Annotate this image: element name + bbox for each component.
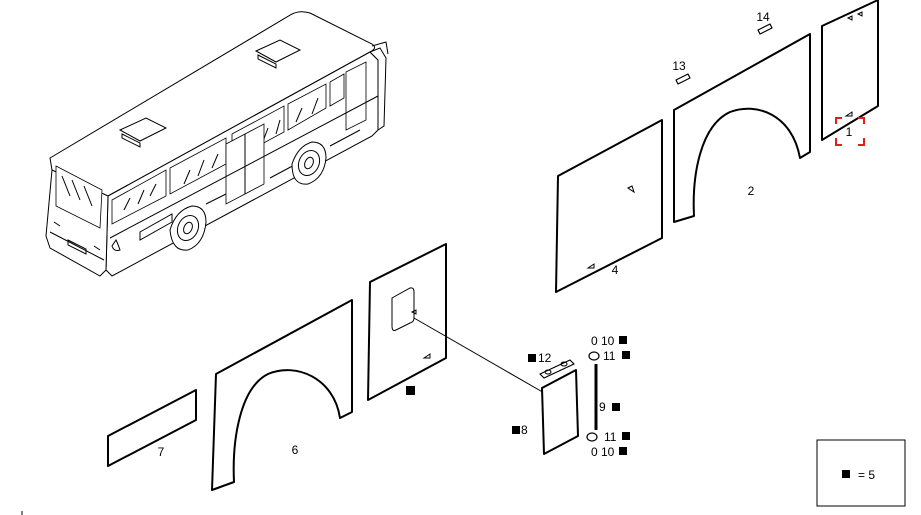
part-6-wheel-arch-panel[interactable] xyxy=(211,299,353,491)
callout-12-marker xyxy=(528,354,536,362)
callout-11-bottom: 11 xyxy=(604,430,617,444)
callout-2: 2 xyxy=(748,184,755,198)
part-10-nut-bottom[interactable]: 0 10 xyxy=(591,445,615,459)
callout-4: 4 xyxy=(612,263,619,277)
part-10-nut-top[interactable]: 0 10 xyxy=(591,334,615,348)
callout-10-bottom-marker xyxy=(619,447,627,455)
callout-9: 9 xyxy=(599,400,606,414)
callout-8: 8 xyxy=(521,423,528,437)
part-1-selection-marker xyxy=(835,117,865,146)
part-8-hatch-door[interactable] xyxy=(541,369,579,455)
part-14-clip[interactable] xyxy=(757,23,773,35)
part-2-wheel-arch-panel[interactable] xyxy=(673,33,811,223)
callout-11-top-marker xyxy=(622,351,630,359)
legend-marker xyxy=(842,470,850,478)
callout-11-bottom-marker xyxy=(622,432,630,440)
part-1-rear-panel[interactable] xyxy=(821,0,879,141)
callout-1: 1 xyxy=(846,125,853,139)
part-4-side-panel[interactable] xyxy=(555,119,663,293)
callout-10-bottom: 0 10 xyxy=(591,445,615,459)
leader-line xyxy=(413,317,547,395)
part-12-hinge[interactable] xyxy=(539,359,575,379)
callout-8-marker xyxy=(512,426,520,434)
front-wheel xyxy=(291,141,327,185)
callout-7: 7 xyxy=(158,445,165,459)
rear-wheel xyxy=(169,205,207,251)
part-11-washer-top[interactable]: 11 xyxy=(588,349,616,363)
part-7-trim-strip[interactable] xyxy=(107,389,197,467)
hatch-panel[interactable] xyxy=(367,243,447,401)
legend: = 5 xyxy=(816,439,906,507)
callout-14: 14 xyxy=(756,10,770,24)
bus-illustration xyxy=(45,11,389,277)
part-13-clip[interactable] xyxy=(675,73,691,85)
callout-13: 13 xyxy=(672,59,686,73)
callout-6: 6 xyxy=(292,443,299,457)
callout-11-top: 11 xyxy=(603,349,616,363)
callout-10-top-marker xyxy=(619,336,627,344)
callout-10-top: 0 10 xyxy=(591,334,615,348)
callout-9-marker xyxy=(612,403,620,411)
legend-text: = 5 xyxy=(858,468,875,482)
hatch-panel-marker xyxy=(406,386,415,395)
callout-12: 12 xyxy=(538,351,552,365)
part-11-washer-bottom[interactable]: 11 xyxy=(586,430,617,444)
legend-box xyxy=(816,439,906,507)
